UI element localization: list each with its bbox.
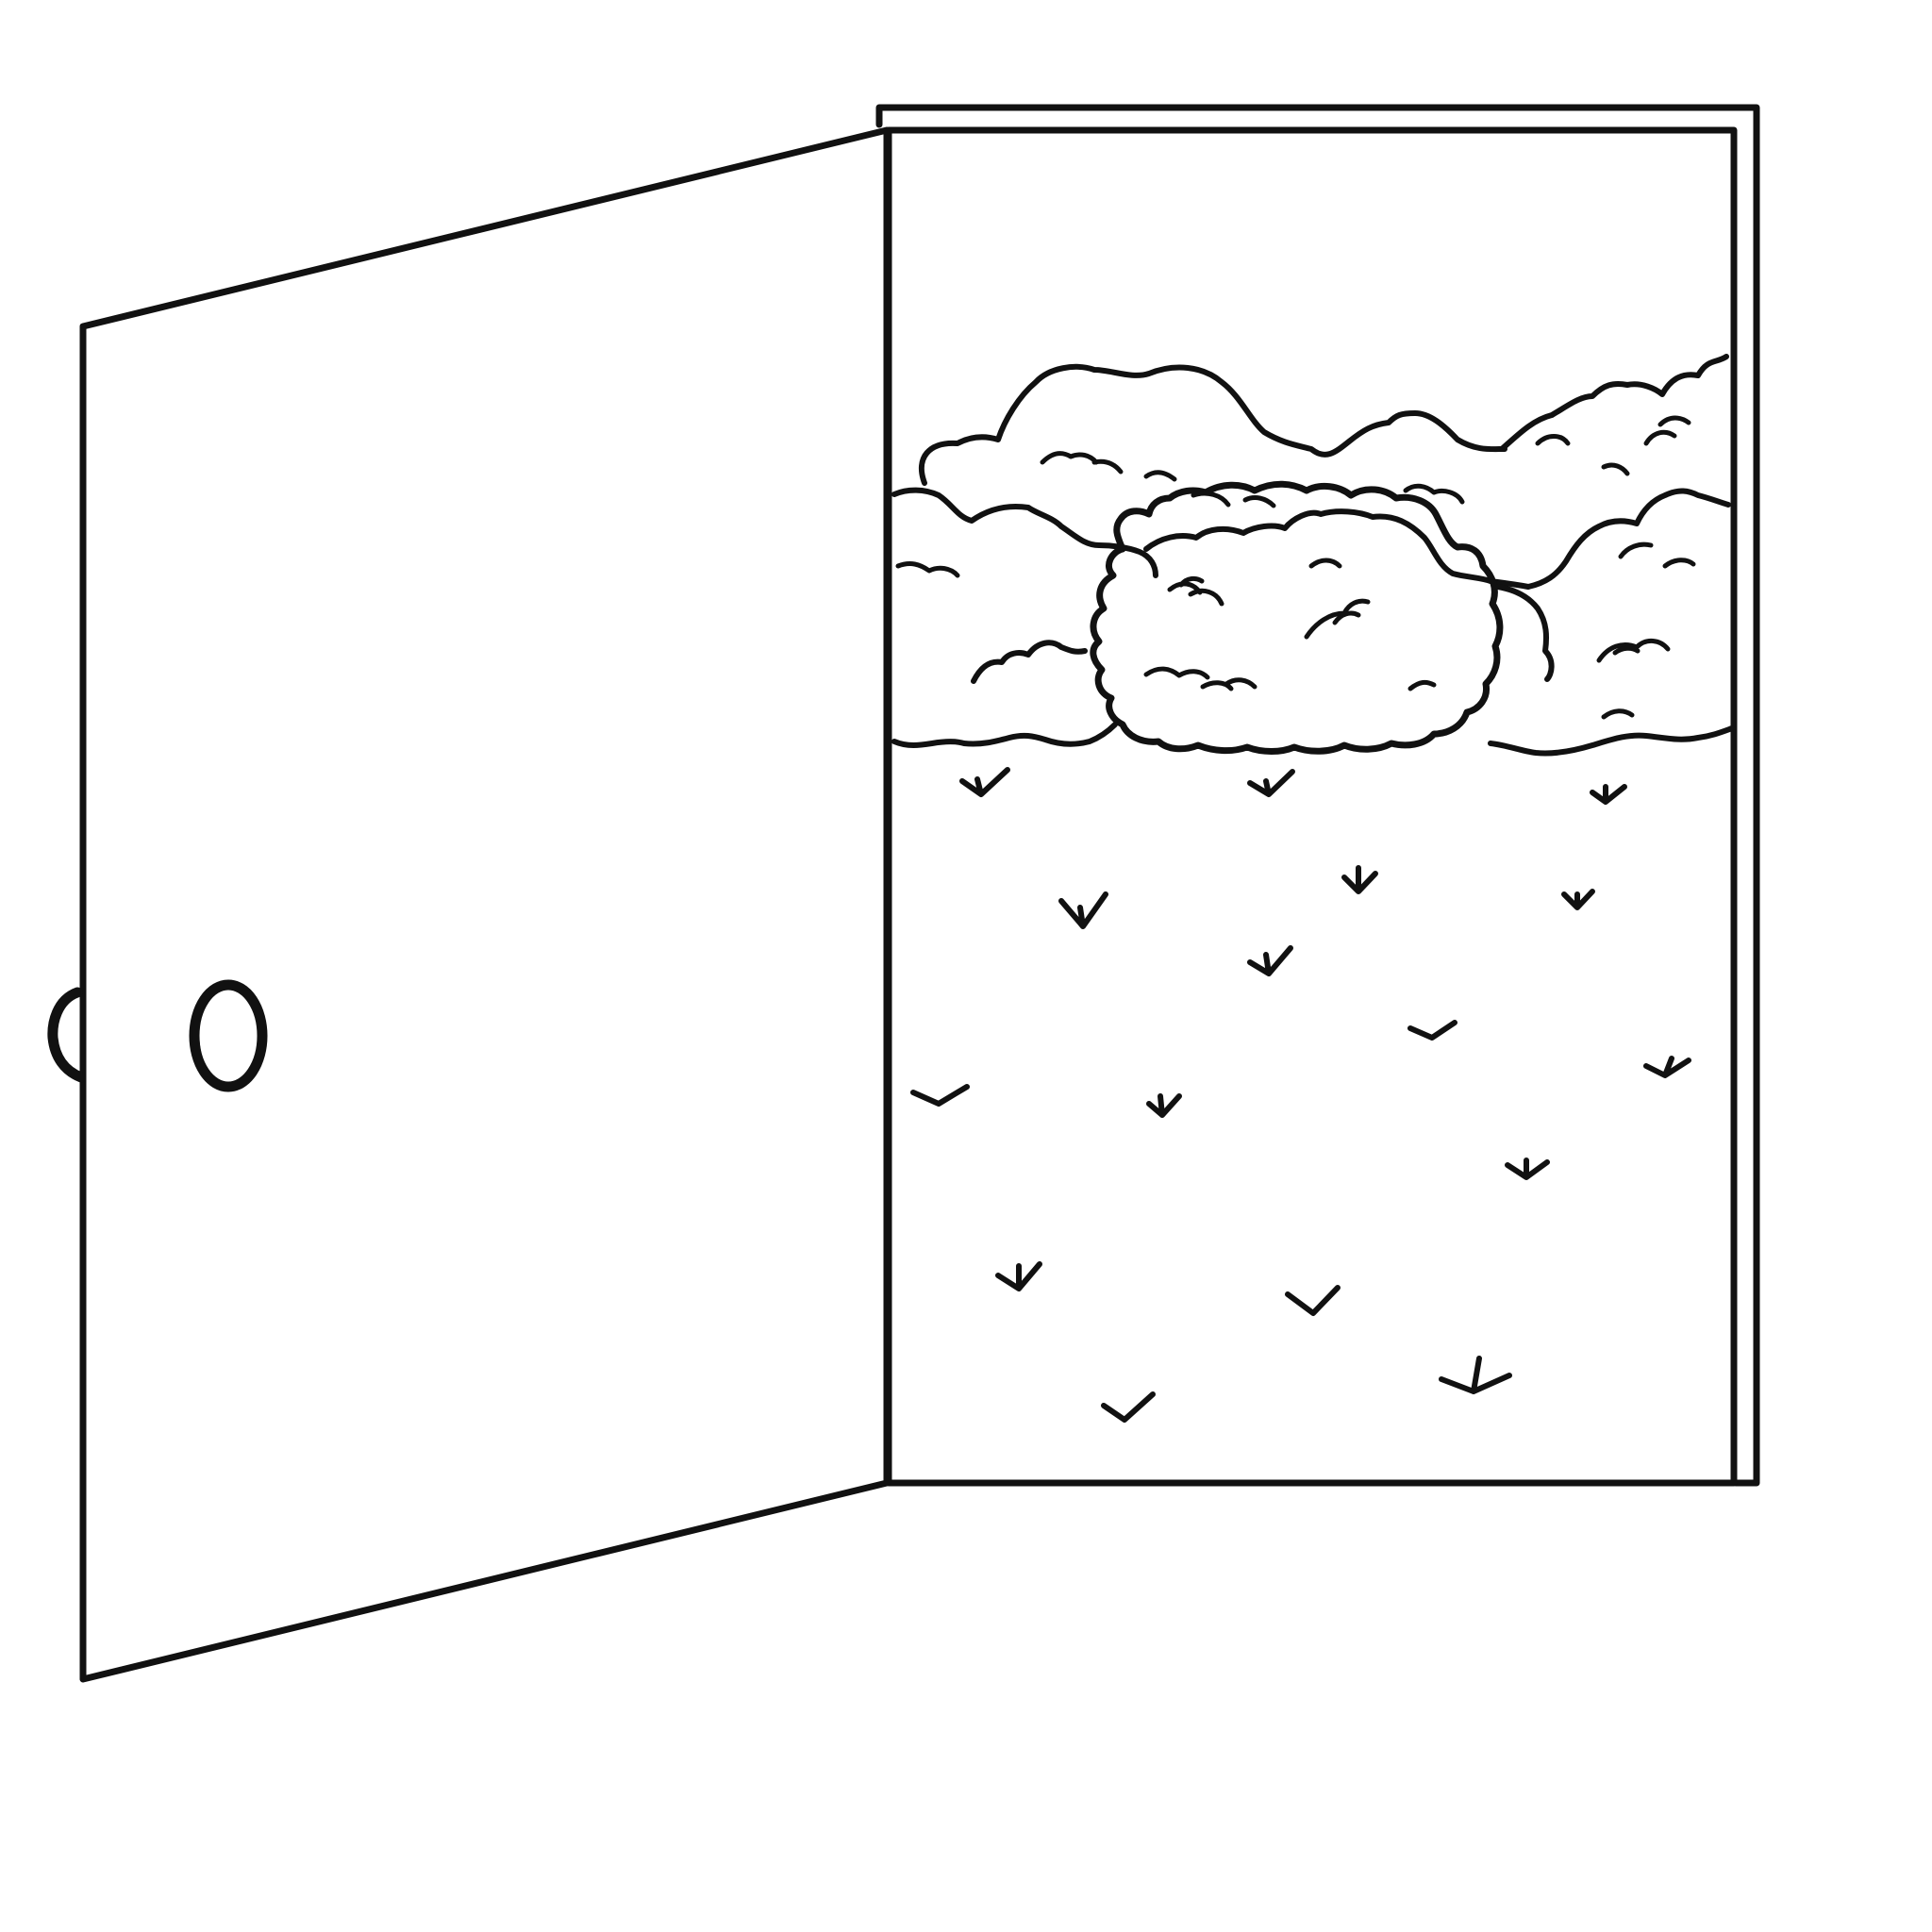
grass-tuft <box>910 1084 970 1107</box>
bush-texture <box>895 415 1696 720</box>
meadow-scene <box>891 354 1735 1423</box>
grass-tuft <box>1341 865 1378 894</box>
grass-tuft <box>1643 1056 1691 1078</box>
bush-middle-right <box>1525 488 1731 590</box>
grass-tuft <box>1247 769 1295 797</box>
grass-tuft <box>1146 1093 1182 1118</box>
grass-tufts <box>910 767 1691 1423</box>
bush-lower-left <box>971 640 1088 684</box>
grass-tuft <box>1439 1356 1512 1394</box>
door-back-knob-icon <box>47 987 87 1083</box>
grass-tuft <box>1590 784 1627 805</box>
grass-tuft <box>959 767 1010 797</box>
grass-tuft <box>1407 1020 1457 1041</box>
bush-middle-left <box>891 487 1158 578</box>
grass-tuft <box>1285 1285 1341 1316</box>
bush-lower-right <box>1495 584 1555 682</box>
grass-tuft <box>1101 1391 1156 1423</box>
bush-back-right <box>1499 354 1729 452</box>
ground-line <box>891 722 1118 748</box>
grass-tuft <box>1058 891 1108 929</box>
grass-tuft <box>1561 889 1595 910</box>
bush-back-left <box>918 363 1507 486</box>
door-knob-icon <box>189 979 268 1092</box>
door-frame-outer <box>875 104 1760 1487</box>
grass-tuft <box>1505 1158 1550 1180</box>
grass-tuft <box>995 1261 1042 1291</box>
grass-tuft <box>1247 945 1293 976</box>
door-panel <box>79 126 891 1683</box>
ground-line-right <box>1488 725 1735 757</box>
bush-middle-center <box>1143 508 1531 590</box>
